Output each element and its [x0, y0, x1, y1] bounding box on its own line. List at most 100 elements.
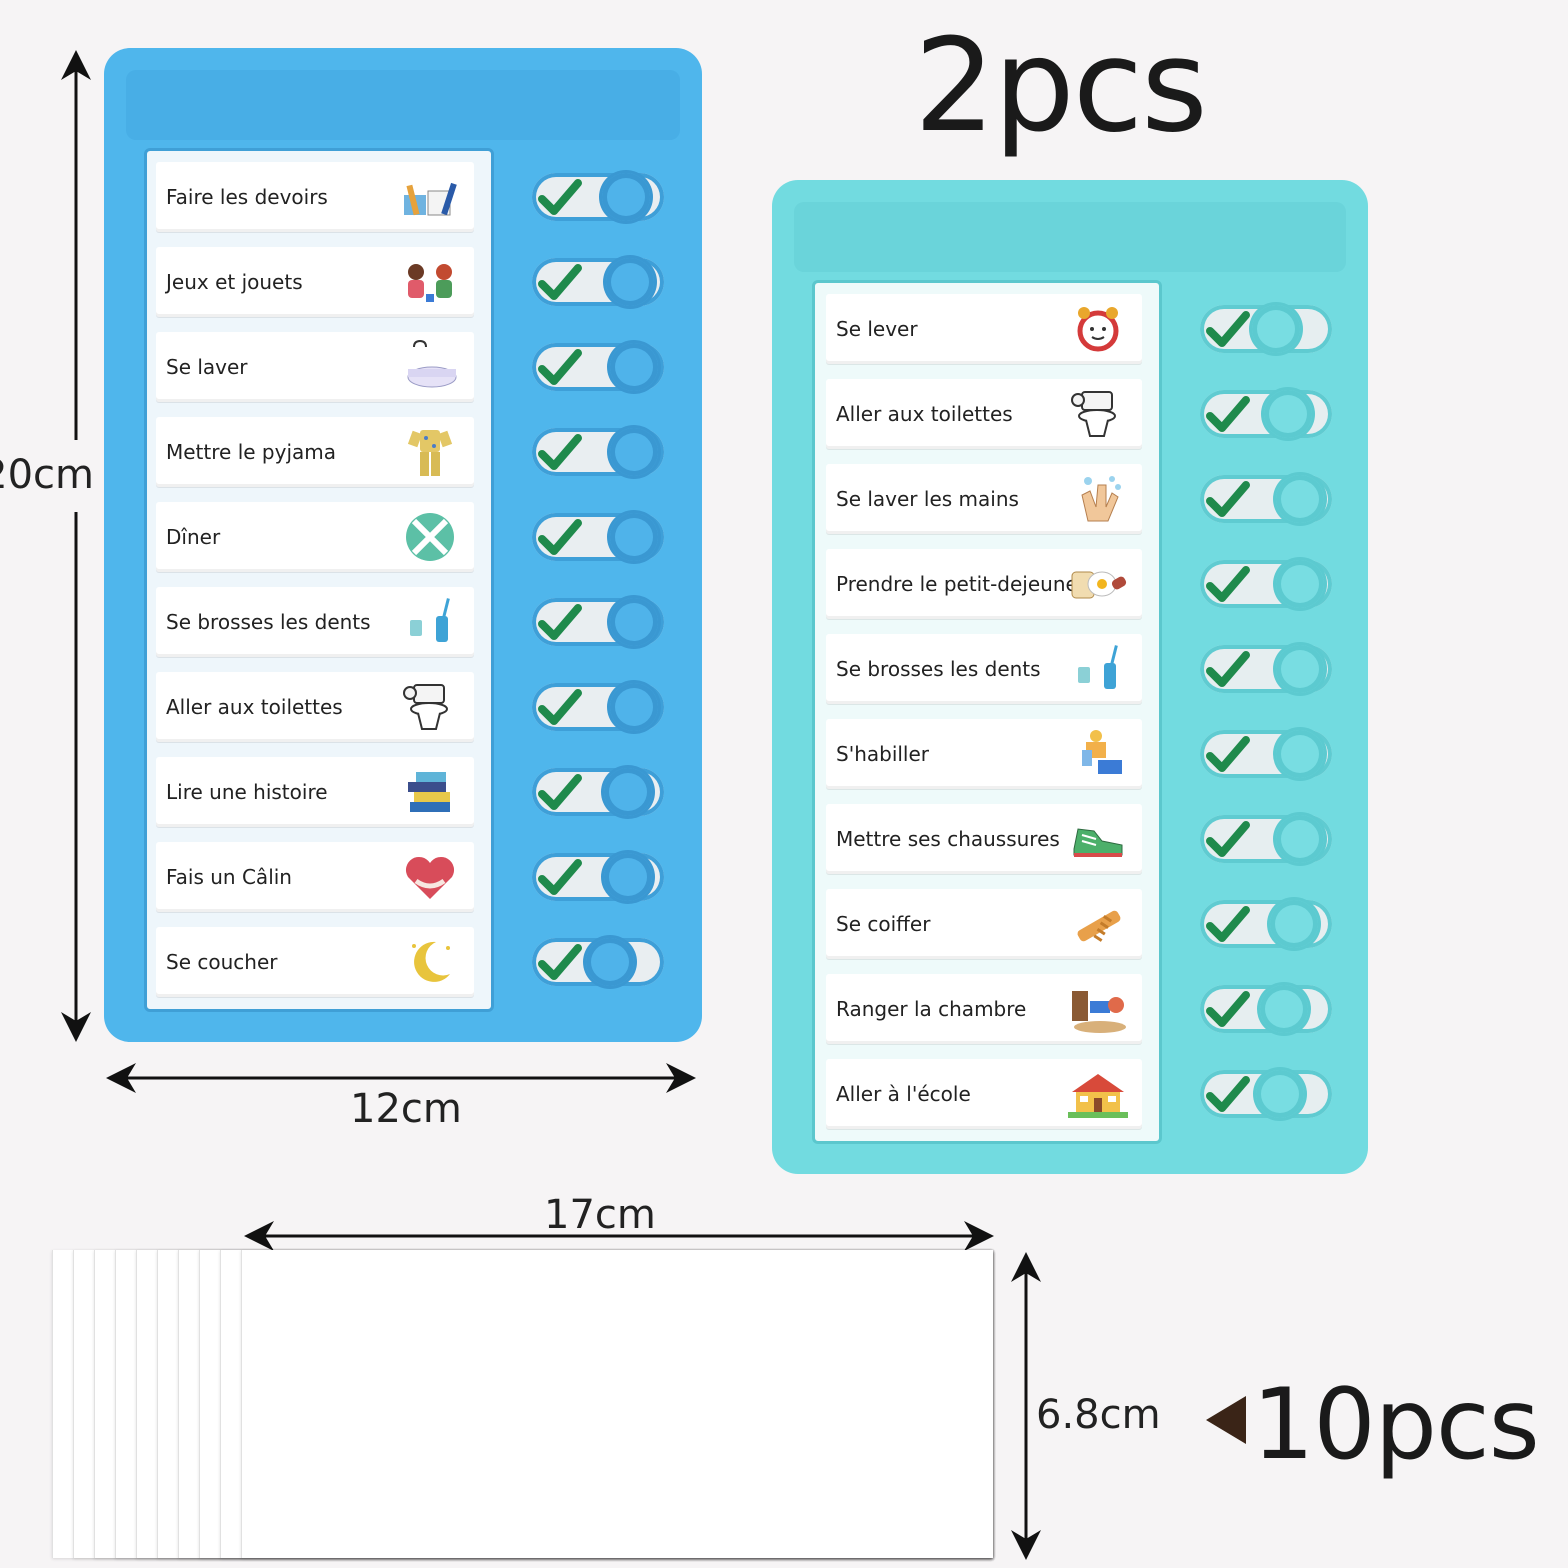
task-card: Aller aux toilettes	[826, 379, 1142, 449]
checkmark-icon	[1206, 906, 1250, 942]
slider-knob[interactable]	[1260, 985, 1308, 1033]
slider-knob[interactable]	[1276, 815, 1324, 863]
task-card: Faire les devoirs	[156, 162, 474, 232]
checkmark-icon	[1206, 736, 1250, 772]
slider-knob[interactable]	[1270, 900, 1318, 948]
done-slider[interactable]	[532, 853, 664, 901]
done-slider[interactable]	[532, 513, 664, 561]
checkmark-icon	[538, 349, 582, 385]
slider-knob[interactable]	[610, 343, 658, 391]
task-label: Lire une histoire	[166, 780, 328, 804]
checkmark-icon	[1206, 991, 1250, 1027]
task-label: Fais un Câlin	[166, 865, 292, 889]
slider-knob[interactable]	[1276, 730, 1324, 778]
done-slider[interactable]	[1200, 390, 1332, 438]
board-top-band	[126, 70, 680, 140]
done-slider[interactable]	[1200, 305, 1332, 353]
slider-knob[interactable]	[1276, 560, 1324, 608]
done-slider[interactable]	[1200, 900, 1332, 948]
task-card: Se coucher	[156, 927, 474, 997]
slider-knob[interactable]	[586, 938, 634, 986]
bathtub-icon	[407, 339, 457, 388]
task-card: Ranger la chambre	[826, 974, 1142, 1044]
board-height-label: 20cm	[0, 452, 94, 498]
done-slider[interactable]	[1200, 985, 1332, 1033]
cutlery-plate-icon	[406, 513, 454, 561]
clothes-icon	[1082, 730, 1122, 774]
done-slider[interactable]	[1200, 560, 1332, 608]
checkmark-icon	[1206, 821, 1250, 857]
slider-knob[interactable]	[610, 513, 658, 561]
slider-knob[interactable]	[604, 853, 652, 901]
task-card: Fais un Câlin	[156, 842, 474, 912]
slider-knob[interactable]	[606, 258, 654, 306]
task-card: Aller aux toilettes	[156, 672, 474, 742]
kids-playing-icon	[408, 264, 452, 302]
task-card: Prendre le petit-dejeuner	[826, 549, 1142, 619]
breakfast-icon	[1071, 571, 1127, 599]
toilet-icon	[403, 684, 448, 730]
slider-knob[interactable]	[610, 683, 658, 731]
checkmark-icon	[1206, 1076, 1250, 1112]
checkmark-icon	[538, 519, 582, 555]
slider-knob[interactable]	[1276, 645, 1324, 693]
slider-knob[interactable]	[1256, 1070, 1304, 1118]
done-slider[interactable]	[1200, 645, 1332, 693]
task-card: Mettre le pyjama	[156, 417, 474, 487]
task-label: Dîner	[166, 525, 221, 549]
pointer-triangle-icon	[1206, 1396, 1246, 1444]
task-card: Aller à l'école	[826, 1059, 1142, 1129]
task-card: Dîner	[156, 502, 474, 572]
task-card: Se laver	[156, 332, 474, 402]
done-slider[interactable]	[532, 683, 664, 731]
slider-knob[interactable]	[610, 428, 658, 476]
done-slider[interactable]	[532, 173, 664, 221]
slider-knob[interactable]	[1276, 475, 1324, 523]
checkmark-icon	[1206, 651, 1250, 687]
washing-hands-icon	[1081, 476, 1121, 522]
checkmark-icon	[1206, 311, 1250, 347]
task-label: Se laver	[166, 355, 248, 379]
book-stack-icon	[408, 772, 450, 812]
task-label: Prendre le petit-dejeuner	[836, 572, 1087, 596]
task-card: Se lever	[826, 294, 1142, 364]
board-width-label: 12cm	[350, 1086, 462, 1132]
done-slider[interactable]	[1200, 475, 1332, 523]
slider-knob[interactable]	[1252, 305, 1300, 353]
toothbrush-icon	[410, 598, 450, 642]
checkmark-icon	[538, 264, 582, 300]
alarm-clock-icon	[1077, 307, 1119, 352]
done-slider[interactable]	[532, 598, 664, 646]
done-slider[interactable]	[532, 428, 664, 476]
comb-icon	[1077, 910, 1121, 942]
blank-card	[241, 1250, 993, 1558]
slider-knob[interactable]	[1264, 390, 1312, 438]
board-top-band	[794, 202, 1346, 272]
done-slider[interactable]	[1200, 1070, 1332, 1118]
quantity-boards-headline: 2pcs	[914, 12, 1208, 161]
tidy-room-icon	[1072, 991, 1126, 1033]
done-slider[interactable]	[532, 768, 664, 816]
task-label: Aller aux toilettes	[166, 695, 343, 719]
slider-knob[interactable]	[610, 598, 658, 646]
slider-knob[interactable]	[602, 173, 650, 221]
done-slider[interactable]	[532, 258, 664, 306]
sneaker-icon	[1073, 828, 1123, 857]
task-label: Se lever	[836, 317, 918, 341]
done-slider[interactable]	[532, 343, 664, 391]
slider-knob[interactable]	[604, 768, 652, 816]
done-slider[interactable]	[1200, 815, 1332, 863]
task-label: Ranger la chambre	[836, 997, 1027, 1021]
card-height-label: 6.8cm	[1036, 1392, 1161, 1438]
task-card: Lire une histoire	[156, 757, 474, 827]
task-label: Aller aux toilettes	[836, 402, 1013, 426]
toilet-icon	[1071, 391, 1116, 437]
done-slider[interactable]	[1200, 730, 1332, 778]
done-slider[interactable]	[532, 938, 664, 986]
task-card: Mettre ses chaussures	[826, 804, 1142, 874]
checkmark-icon	[1206, 481, 1250, 517]
card-length-label: 17cm	[544, 1192, 656, 1238]
task-label: Mettre ses chaussures	[836, 827, 1060, 851]
